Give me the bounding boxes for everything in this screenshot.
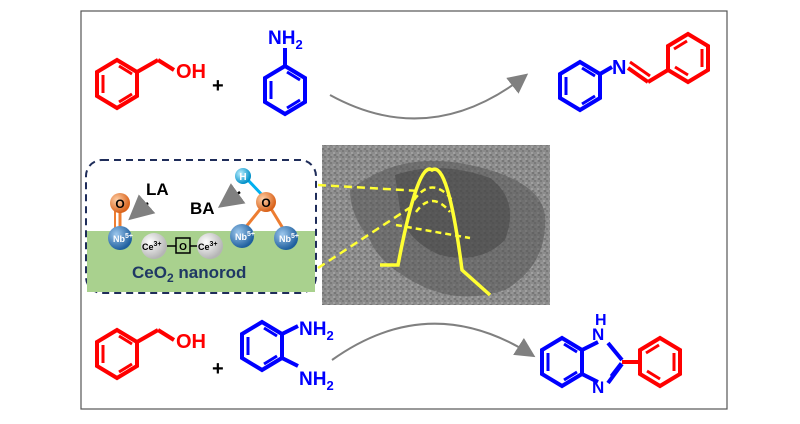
connector-line-lower: [317, 203, 415, 270]
reaction-arrow-bottom: [331, 322, 536, 361]
svg-text:Nb5+: Nb5+: [235, 231, 255, 242]
plus-sign-bottom: +: [212, 358, 224, 380]
svg-text:NH2: NH2: [299, 369, 334, 393]
ce-atom-right: [197, 233, 223, 259]
ce-atom-left: [141, 233, 167, 259]
svg-text:Nb5+: Nb5+: [113, 233, 133, 244]
svg-text:H: H: [239, 172, 246, 183]
svg-text:NH2: NH2: [268, 28, 303, 52]
oxygen-atom-ba: [256, 192, 276, 212]
amine-sub-top: 2: [295, 37, 302, 52]
benzimidazole-nh-label: N: [592, 325, 604, 344]
imine-n-label: N: [612, 57, 626, 79]
benzimidazole-n-label: N: [592, 378, 604, 397]
hydrogen-atom-ba: [235, 168, 251, 184]
nb-atom-ba-left: [230, 224, 254, 248]
nb-atom-la: [108, 226, 132, 250]
amine-label-bottom-1: NH: [299, 319, 326, 340]
svg-text:Ce3+: Ce3+: [142, 241, 162, 252]
phenylenediamine-bottom: NH2 NH2: [240, 319, 334, 393]
hydroxyl-label-bottom: OH: [176, 331, 206, 353]
amine-label-top: NH: [268, 28, 295, 49]
amine-label-bottom-2: NH: [299, 369, 326, 390]
tem-profile-curve: [380, 167, 492, 297]
aniline-top: NH2: [263, 28, 307, 117]
catalyst-inset: O LA Nb5+ Ce3+ O Ce3+ BA H O Nb5+ Nb5+ C…: [85, 159, 317, 294]
tem-micrograph: [317, 145, 550, 305]
svg-text:NH2: NH2: [299, 319, 334, 343]
reaction-arrow-top: [329, 73, 529, 120]
benzimidazole-h-label: H: [595, 312, 607, 329]
oxygen-atom-la: [110, 193, 130, 213]
svg-text:Nb5+: Nb5+: [279, 233, 299, 244]
plus-sign-top: +: [212, 75, 224, 97]
hydroxyl-label-top: OH: [176, 61, 206, 83]
svg-text:O: O: [179, 242, 187, 253]
outer-frame: [80, 10, 728, 410]
nb-atom-ba-right: [274, 226, 298, 250]
ceo2-nanorod-label: CeO2 nanorod: [132, 263, 246, 285]
bronsted-acid-label: BA: [190, 199, 215, 218]
benzyl-alcohol-bottom: OH: [95, 327, 206, 381]
lewis-acid-label: LA: [146, 180, 169, 199]
connector-line-upper: [317, 183, 421, 193]
benzimidazole-product-bottom: N H N: [540, 312, 682, 397]
svg-text:O: O: [261, 196, 270, 210]
svg-text:Ce3+: Ce3+: [198, 241, 218, 252]
imine-product-top: N: [558, 31, 710, 113]
svg-text:O: O: [115, 197, 124, 211]
benzyl-alcohol-top: OH: [95, 57, 206, 111]
